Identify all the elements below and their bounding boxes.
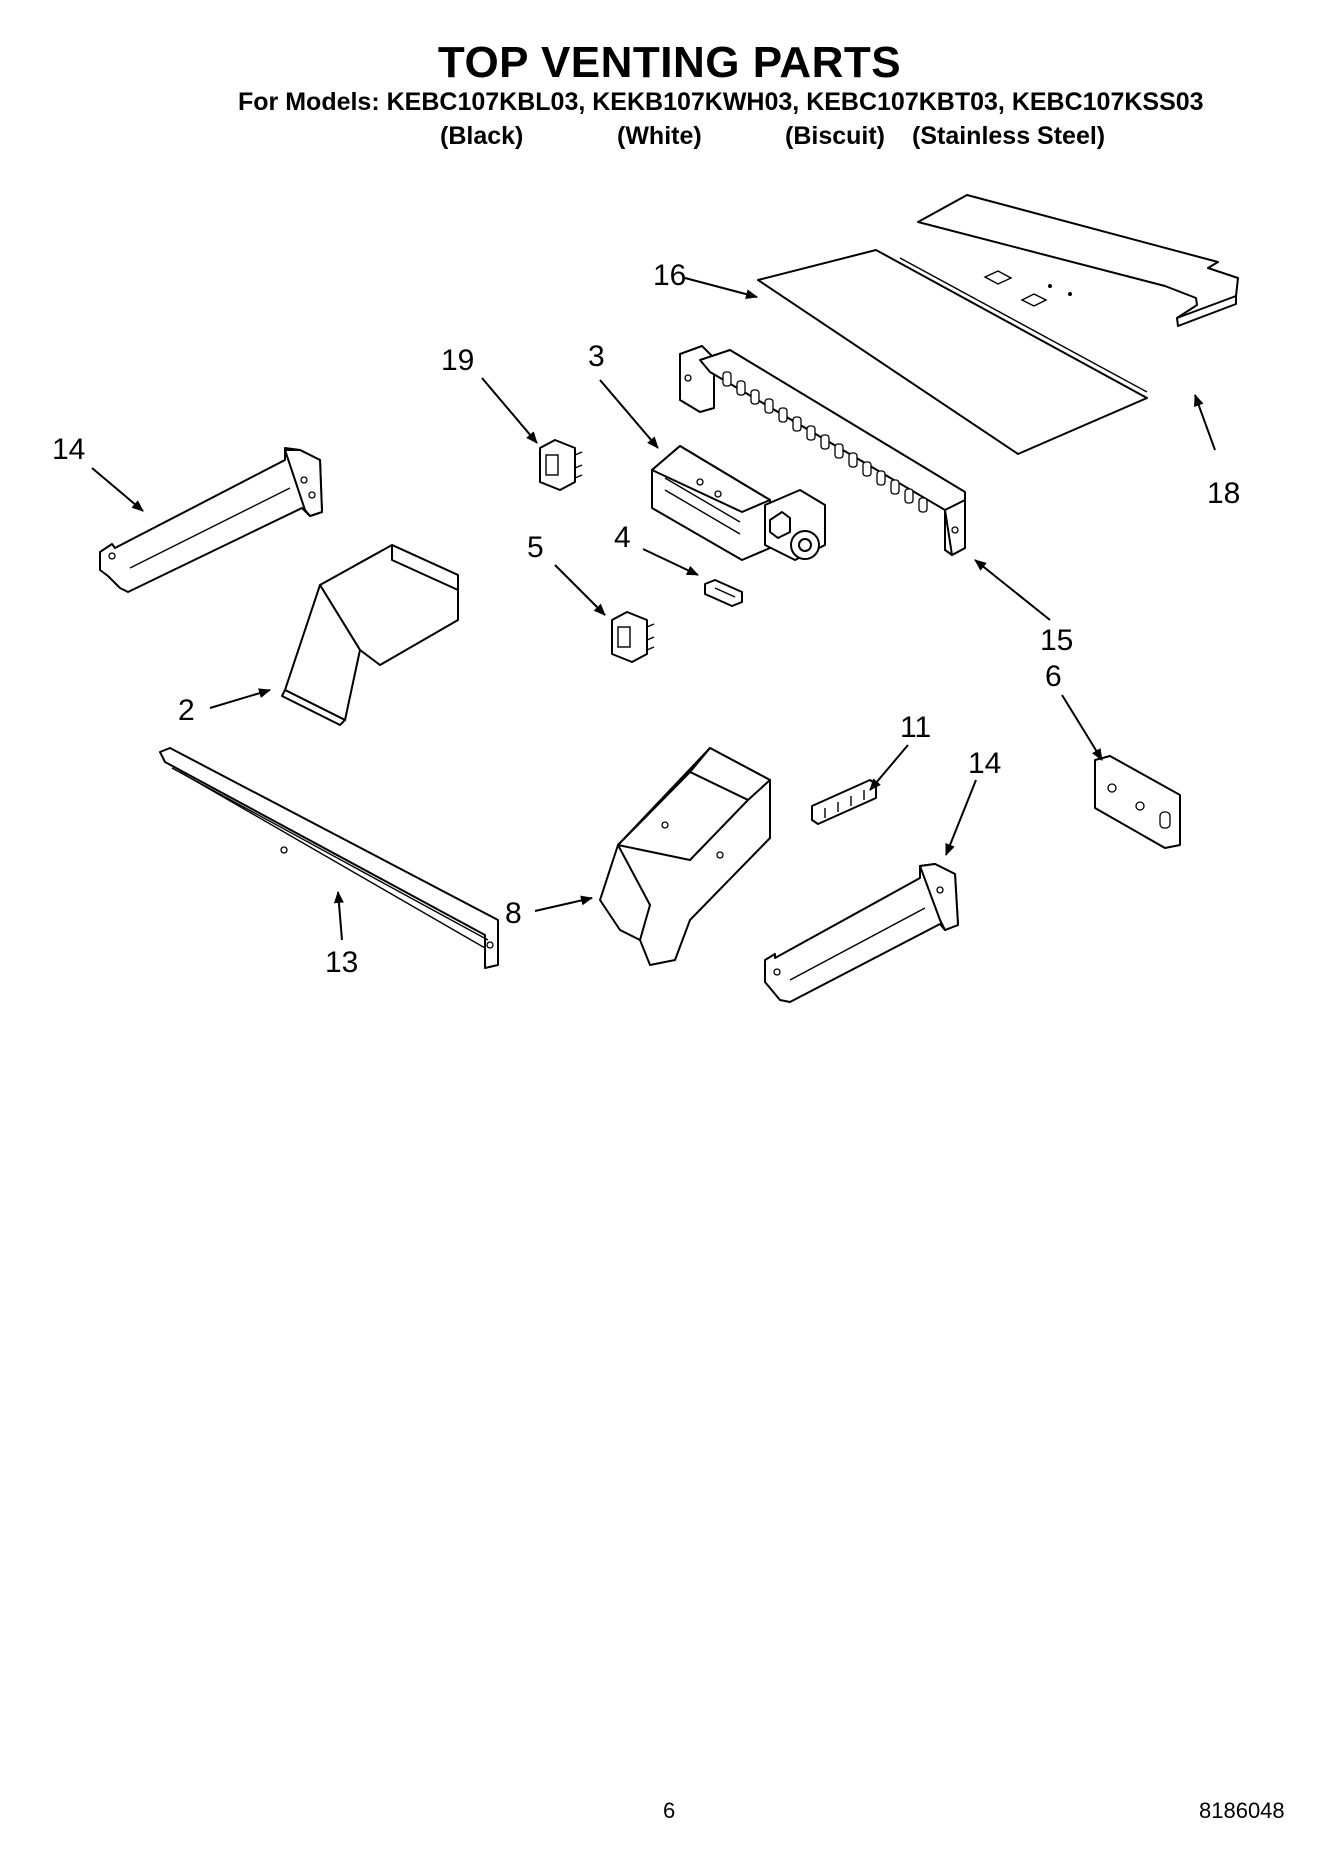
leader-lines <box>91 277 1216 941</box>
part-3-blower-assembly <box>651 445 826 561</box>
callout-13: 13 <box>325 946 358 979</box>
callout-16: 16 <box>653 259 686 292</box>
part-6-small-bracket <box>1094 755 1181 849</box>
part-18-top-panel <box>917 194 1239 327</box>
callout-15: 15 <box>1040 624 1073 657</box>
color-white: (White) <box>617 122 702 150</box>
part-4-fuse-block <box>704 579 743 607</box>
callout-3: 3 <box>588 340 605 373</box>
callout-5: 5 <box>527 531 544 564</box>
callout-4: 4 <box>614 521 631 554</box>
color-biscuit: (Biscuit) <box>785 122 885 150</box>
document-number: 8186048 <box>1199 1798 1285 1823</box>
part-13-long-rail <box>159 747 499 969</box>
page-number: 6 <box>663 1798 676 1823</box>
page-title: TOP VENTING PARTS <box>437 38 902 87</box>
callout-14-left: 14 <box>52 433 85 466</box>
models-line: For Models: KEBC107KBL03, KEKB107KWH03, … <box>238 88 1204 116</box>
part-19-switch <box>539 439 583 491</box>
callout-19: 19 <box>441 344 474 377</box>
callout-8: 8 <box>505 897 522 930</box>
part-14-left-bracket <box>99 447 323 593</box>
part-11-terminal-block <box>811 779 877 825</box>
callout-18: 18 <box>1207 477 1240 510</box>
callout-11: 11 <box>900 711 931 744</box>
callout-6: 6 <box>1045 660 1062 693</box>
part-5-switch <box>611 611 655 663</box>
part-16-deflector-plate <box>757 249 1148 455</box>
part-2-vent-duct <box>281 544 459 726</box>
color-stainless-steel: (Stainless Steel) <box>912 122 1106 150</box>
callout-14-right: 14 <box>968 747 1001 780</box>
part-8-air-duct <box>599 747 771 966</box>
part-14-right-bracket <box>764 863 959 1003</box>
part-15-vent-bracket <box>679 345 966 556</box>
callout-2: 2 <box>178 694 195 727</box>
color-black: (Black) <box>440 122 524 150</box>
